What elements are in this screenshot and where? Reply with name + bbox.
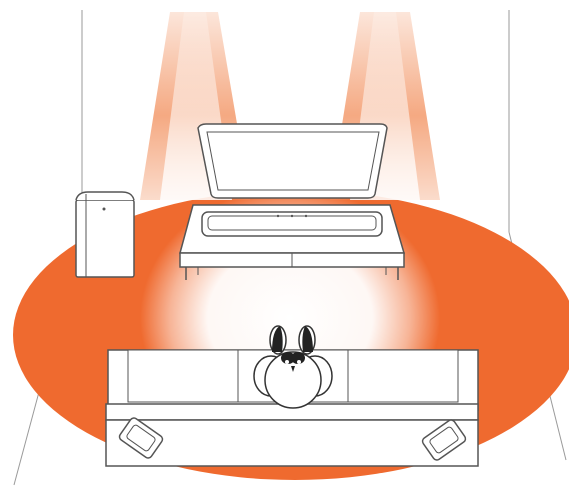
subwoofer-icon [76,192,134,277]
soundbar-icon [202,212,382,236]
tv-icon [198,124,387,198]
